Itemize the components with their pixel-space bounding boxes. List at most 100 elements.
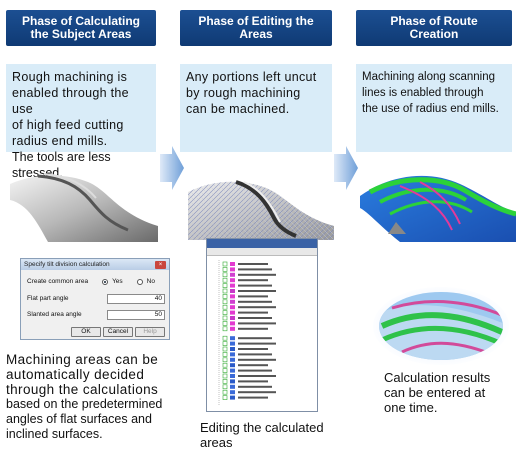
tree-row-color-swatch — [230, 395, 235, 400]
caption-2-line-2: areas — [200, 435, 233, 450]
tree-row-checkbox[interactable] — [222, 294, 228, 299]
tree-row-text — [238, 279, 268, 282]
ok-button[interactable]: OK — [71, 327, 101, 337]
tree-row-checkbox[interactable] — [222, 315, 228, 321]
dialog-title: Specify tilt division calculation — [24, 261, 110, 268]
tree-row-color-swatch — [230, 278, 235, 283]
tree-row-checkbox[interactable] — [222, 267, 228, 272]
header-1-line-2: the Subject Areas — [30, 27, 132, 41]
caption-phase-2: Editing the calculated areas — [200, 420, 324, 450]
tree-row-color-swatch — [230, 363, 235, 368]
tree-list[interactable] — [207, 256, 319, 412]
help-button[interactable]: Help — [135, 327, 165, 337]
tree-row-checkbox[interactable] — [222, 362, 228, 368]
edit-areas-model-image — [188, 180, 334, 240]
tree-row-text — [238, 306, 276, 309]
caption-3-line-3: one time. — [384, 400, 438, 415]
area-tree-panel — [206, 238, 318, 412]
caption-1-line-3: through the calculations — [6, 382, 159, 397]
header-1-line-1: Phase of Calculating — [21, 14, 141, 28]
tree-row-checkbox[interactable] — [222, 373, 228, 379]
tree-row-checkbox[interactable] — [222, 335, 228, 341]
slanted-area-angle-input[interactable]: 50 — [107, 310, 165, 320]
tree-row-checkbox[interactable] — [222, 346, 228, 352]
tree-row-checkbox[interactable] — [222, 389, 228, 395]
caption-1-line-2: automatically decided — [6, 367, 145, 382]
tree-toolbar — [207, 248, 317, 256]
no-label: No — [146, 278, 155, 285]
tree-row-checkbox[interactable] — [222, 395, 228, 400]
yes-label: Yes — [112, 278, 123, 285]
flat-part-angle-input[interactable]: 40 — [107, 294, 165, 304]
tree-row-color-swatch — [230, 267, 235, 272]
caption-2-line-1: Editing the calculated — [200, 420, 324, 435]
tree-row-checkbox[interactable] — [222, 357, 228, 363]
caption-phase-3: Calculation results can be entered at on… — [384, 370, 490, 415]
caption-1-line-4: based on the predetermined — [6, 397, 163, 411]
tree-row-checkbox[interactable] — [222, 321, 228, 326]
dialog-title-bar: Specify tilt division calculation × — [21, 259, 169, 270]
tree-row-color-swatch — [230, 283, 235, 288]
text-box-phase-2: Any portions left uncut by rough machini… — [180, 64, 332, 152]
caption-1-line-5: angles of flat surfaces and — [6, 412, 152, 426]
text-3-line-3: the use of radius end mills. — [362, 103, 499, 115]
text-2-line-1: Any portions left uncut — [186, 70, 317, 84]
no-radio[interactable] — [136, 278, 143, 285]
tree-row-text — [238, 369, 272, 372]
tree-row-checkbox[interactable] — [222, 310, 228, 315]
tree-row-checkbox[interactable] — [222, 384, 228, 390]
tree-row-color-swatch — [230, 272, 235, 277]
tree-row-text — [238, 353, 272, 356]
tree-row-checkbox[interactable] — [222, 261, 228, 267]
tree-row-checkbox[interactable] — [222, 283, 228, 288]
text-3-line-2: lines is enabled through — [362, 87, 484, 99]
create-common-area-row: Create common area Yes No — [27, 278, 155, 285]
text-1-line-2: enabled through the use — [12, 86, 129, 116]
tree-row-checkbox[interactable] — [222, 277, 228, 283]
text-box-phase-3: Machining along scanning lines is enable… — [356, 64, 512, 152]
calculation-results-zoom-image — [373, 287, 509, 365]
rough-machining-model-image — [10, 173, 158, 242]
tree-row-color-swatch — [230, 352, 235, 357]
tree-row-checkbox[interactable] — [222, 288, 228, 294]
tree-row-checkbox[interactable] — [222, 272, 228, 278]
slanted-area-angle-label: Slanted area angle — [27, 311, 82, 318]
tree-row-text — [238, 380, 268, 383]
tree-row-text — [238, 317, 272, 319]
tree-title-bar — [207, 239, 317, 248]
tree-row-text — [238, 284, 272, 287]
tree-row-color-swatch — [230, 326, 235, 331]
header-2-line-1: Phase of Editing the — [198, 14, 314, 28]
tree-row-text — [238, 263, 268, 265]
tree-row-checkbox[interactable] — [222, 304, 228, 310]
flat-part-angle-label: Flat part angle — [27, 295, 69, 302]
yes-radio[interactable] — [102, 278, 109, 285]
tree-row-color-swatch — [230, 374, 235, 378]
tree-row-text — [238, 300, 272, 303]
tree-row-checkbox[interactable] — [222, 368, 228, 373]
cancel-button[interactable]: Cancel — [103, 327, 133, 337]
tree-row-checkbox[interactable] — [222, 326, 228, 332]
tree-row-text — [238, 396, 268, 399]
tree-row-checkbox[interactable] — [222, 341, 228, 346]
tree-row-text — [238, 268, 272, 271]
arrow-right-icon — [160, 146, 184, 190]
tree-row-text — [238, 322, 276, 325]
tree-row-color-swatch — [230, 294, 235, 299]
tree-row-color-swatch — [230, 347, 235, 351]
header-2-line-2: Areas — [239, 27, 273, 41]
tree-row-text — [238, 273, 276, 276]
tree-row-checkbox[interactable] — [222, 352, 228, 357]
tree-row-text — [238, 391, 276, 394]
tree-row-color-swatch — [230, 310, 235, 315]
tree-row-checkbox[interactable] — [222, 379, 228, 384]
tree-row-text — [238, 295, 268, 298]
caption-1-line-1: Machining areas can be — [6, 352, 159, 367]
tree-row-text — [238, 358, 276, 361]
tree-row-text — [238, 348, 268, 350]
tree-row-text — [238, 337, 272, 340]
close-icon[interactable]: × — [155, 260, 166, 269]
tree-row-checkbox[interactable] — [222, 299, 228, 305]
